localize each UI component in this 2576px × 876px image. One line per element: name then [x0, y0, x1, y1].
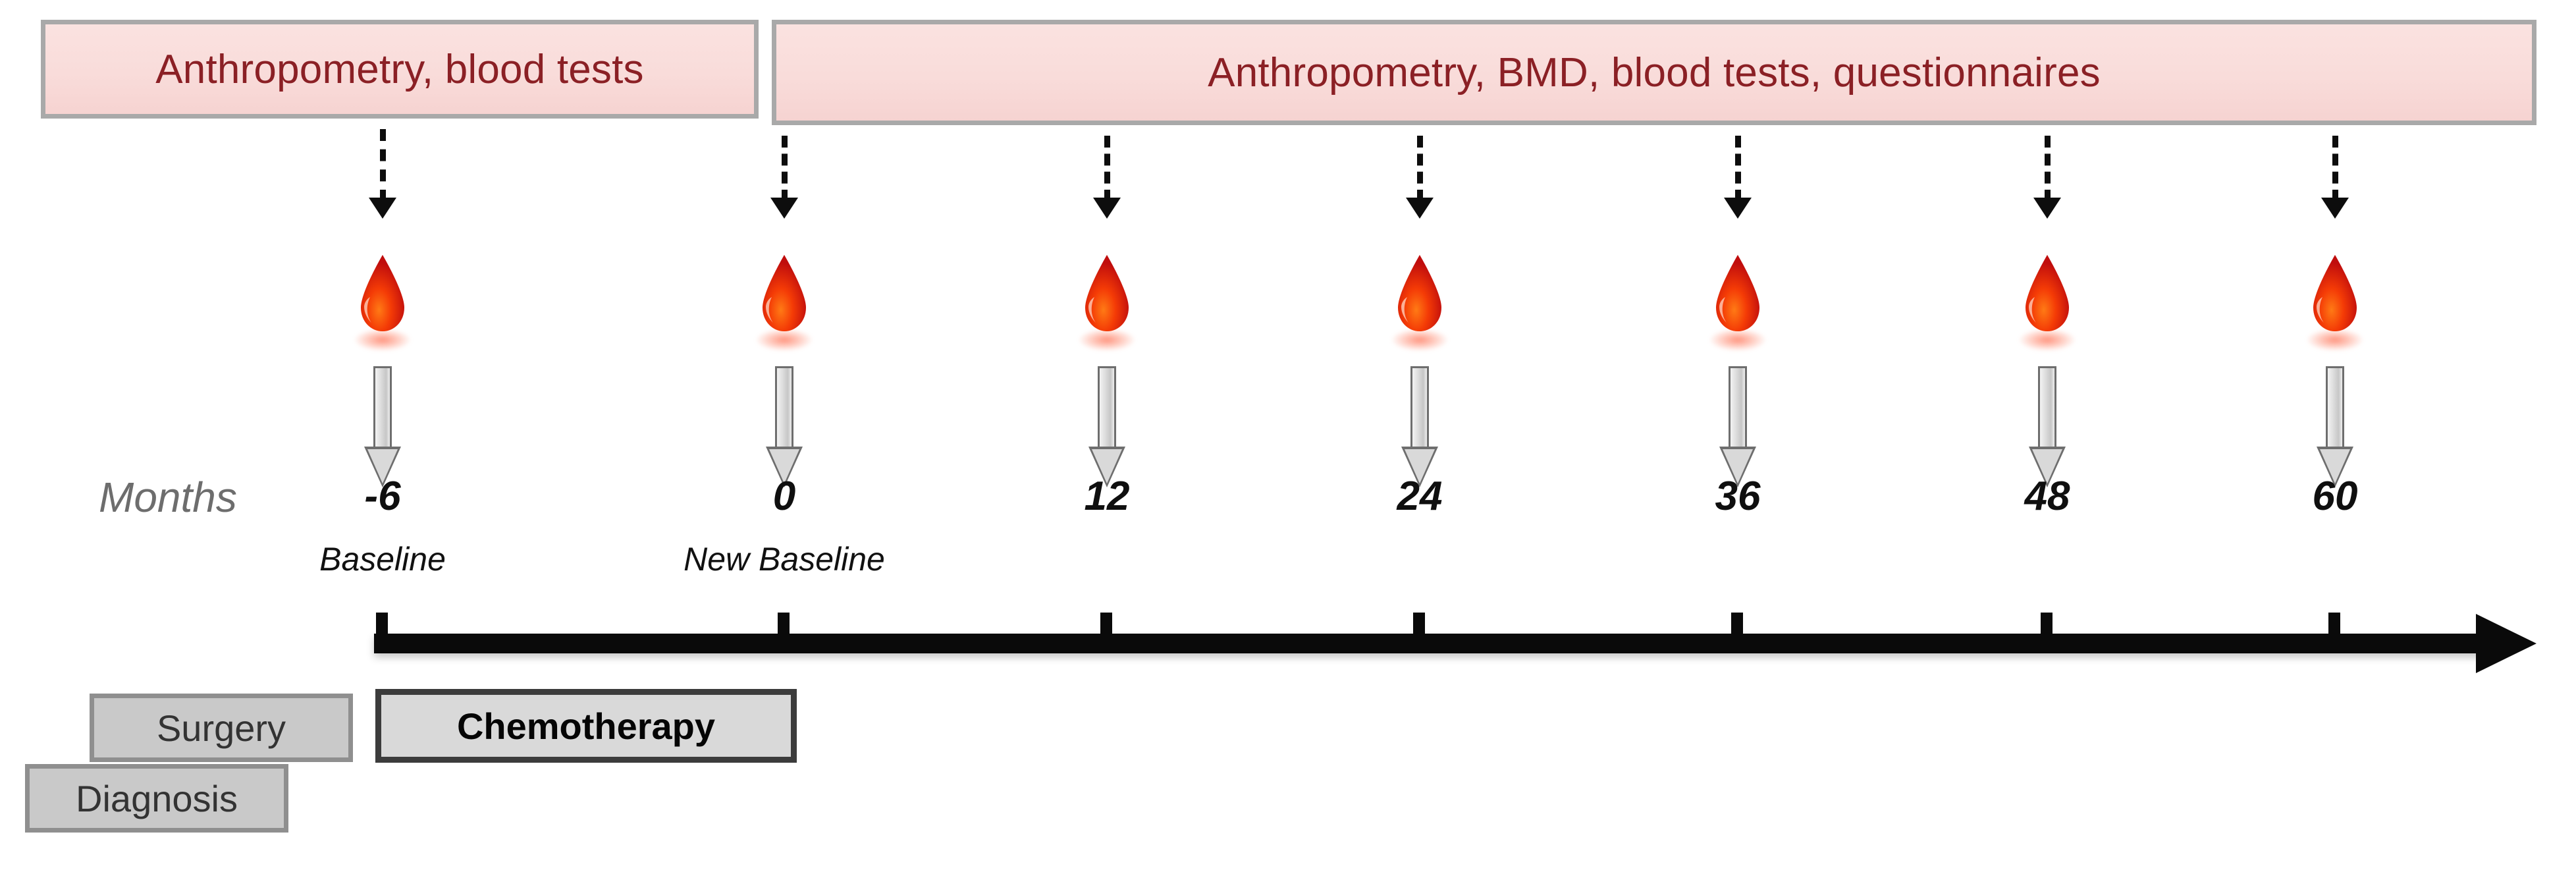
month-label-60: 60 [2312, 474, 2358, 519]
timeline-axis [374, 634, 2500, 653]
months-axis-caption: Months [99, 474, 237, 521]
blood-drop-icon [1390, 254, 1449, 351]
blood-drop-shadow [756, 329, 813, 351]
dotted-arrow-head [1406, 198, 1434, 219]
blood-drop-shadow [1391, 329, 1448, 351]
grey-arrow-head-inner [1405, 449, 1435, 483]
month-label-36: 36 [1715, 474, 1761, 519]
grey-arrow-down-icon [364, 366, 401, 489]
dotted-arrow-head [770, 198, 798, 219]
grey-arrow-shaft [775, 366, 793, 449]
grey-arrow-shaft [1729, 366, 1747, 449]
grey-arrow-down-icon [2029, 366, 2066, 489]
grey-arrow-shaft [2326, 366, 2344, 449]
blood-drop-icon [755, 254, 814, 351]
event-box-label: Surgery [156, 707, 286, 749]
grey-arrow-down-icon [1719, 366, 1756, 489]
blood-drop-shadow [2307, 329, 2363, 351]
dotted-arrow-down-icon [1093, 136, 1121, 219]
grey-arrow-down-icon [766, 366, 803, 489]
dotted-arrow-head [1724, 198, 1752, 219]
blood-drop-glyph [2026, 255, 2069, 331]
dotted-arrow-down-icon [2321, 136, 2349, 219]
dotted-arrow-head [1093, 198, 1121, 219]
month-label-0: 0 [772, 474, 796, 519]
dotted-arrow-down-icon [1724, 136, 1752, 219]
grey-arrow-down-icon [1401, 366, 1438, 489]
dotted-arrow-down-icon [2033, 136, 2061, 219]
grey-arrow-head-inner [2032, 449, 2062, 483]
axis-tick-60 [2328, 613, 2340, 653]
blood-drop-shadow [1079, 329, 1135, 351]
dotted-arrow-stem [1104, 136, 1110, 202]
month-label-48: 48 [2024, 474, 2070, 519]
grey-arrow-head-inner [769, 449, 799, 483]
grey-arrow-down-icon [1088, 366, 1125, 489]
assessment-banner-followup: Anthropometry, BMD, blood tests, questio… [772, 20, 2536, 125]
assessment-banner-label: Anthropometry, blood tests [155, 46, 644, 92]
axis-tick-48 [2041, 613, 2053, 653]
arrow-right-icon [2476, 614, 2536, 673]
assessment-banner-label: Anthropometry, BMD, blood tests, questio… [1208, 49, 2101, 96]
grey-arrow-shaft [1410, 366, 1429, 449]
grey-arrow-head-inner [367, 449, 398, 483]
event-box-label: Chemotherapy [456, 705, 716, 747]
dotted-arrow-stem [1735, 136, 1741, 202]
dotted-arrow-down-icon [1406, 136, 1434, 219]
blood-drop-icon [353, 254, 412, 351]
blood-drop-glyph [361, 255, 404, 331]
assessment-banner-baseline: Anthropometry, blood tests [41, 20, 759, 119]
dotted-arrow-stem [2045, 136, 2051, 202]
dotted-arrow-down-icon [770, 136, 798, 219]
axis-tick-36 [1731, 613, 1743, 653]
month-label-12: 12 [1084, 474, 1130, 519]
grey-arrow-shaft [1098, 366, 1116, 449]
blood-drop-glyph [1398, 255, 1441, 331]
dotted-arrow-head [369, 198, 396, 219]
grey-arrow-shaft [373, 366, 392, 449]
grey-arrow-shaft [2038, 366, 2056, 449]
dotted-arrow-stem [2332, 136, 2338, 202]
grey-arrow-head-inner [1723, 449, 1753, 483]
blood-drop-shadow [354, 329, 411, 351]
dotted-arrow-down-icon [369, 129, 396, 219]
blood-drop-shadow [1709, 329, 1766, 351]
event-box-surgery: Surgery [90, 694, 353, 762]
blood-drop-icon [1077, 254, 1137, 351]
dotted-arrow-head [2321, 198, 2349, 219]
dotted-arrow-stem [380, 129, 386, 202]
grey-arrow-down-icon [2317, 366, 2353, 489]
axis-tick-12 [1100, 613, 1112, 653]
dotted-arrow-head [2033, 198, 2061, 219]
blood-drop-glyph [1085, 255, 1129, 331]
timepoint-sublabel-baseline: Baseline [319, 541, 446, 578]
blood-drop-icon [1708, 254, 1767, 351]
axis-tick-24 [1413, 613, 1425, 653]
grey-arrow-head-inner [1092, 449, 1122, 483]
month-label-24: 24 [1397, 474, 1443, 519]
blood-drop-shadow [2019, 329, 2076, 351]
event-box-chemotherapy: Chemotherapy [375, 689, 797, 763]
month-label--6: -6 [364, 474, 401, 519]
axis-tick-0 [778, 613, 790, 653]
event-box-diagnosis: Diagnosis [25, 764, 288, 833]
dotted-arrow-stem [1417, 136, 1423, 202]
timepoint-sublabel-new-baseline: New Baseline [684, 541, 885, 578]
blood-drop-icon [2305, 254, 2365, 351]
blood-drop-glyph [1716, 255, 1759, 331]
blood-drop-glyph [2313, 255, 2357, 331]
dotted-arrow-stem [782, 136, 788, 202]
grey-arrow-head-inner [2320, 449, 2350, 483]
blood-drop-glyph [763, 255, 806, 331]
blood-drop-icon [2018, 254, 2077, 351]
event-box-label: Diagnosis [76, 777, 238, 819]
axis-tick--6 [376, 613, 388, 653]
